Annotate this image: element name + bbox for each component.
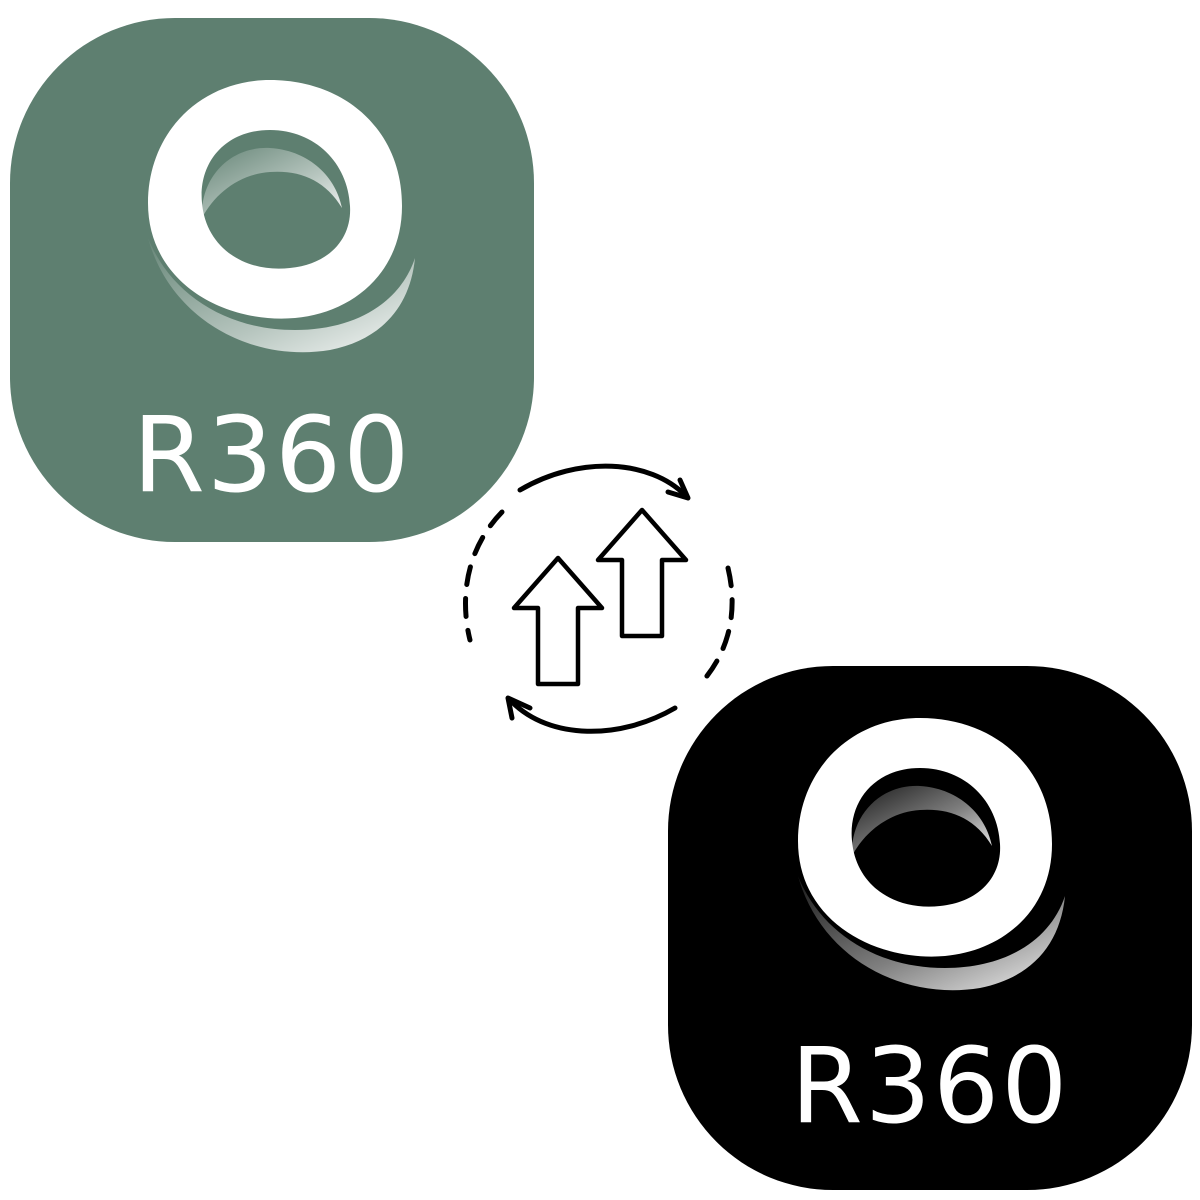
dashed-arc-left	[463, 509, 505, 643]
app-icon-green: R360	[10, 18, 534, 542]
swirl-ring-icon	[148, 80, 415, 353]
sync-arrowhead-top	[665, 477, 691, 501]
up-arrow-left	[511, 555, 605, 687]
swirl-ring-icon	[798, 718, 1065, 991]
app-label-green: R360	[132, 394, 412, 516]
dashed-arc-right	[699, 565, 735, 685]
app-icon-black: R360	[668, 666, 1192, 1190]
sync-arrowhead-bottom	[505, 695, 533, 721]
up-arrow-right	[595, 507, 689, 639]
sync-arrow-bottom	[509, 699, 678, 734]
app-label-black: R360	[790, 1025, 1070, 1147]
sync-upgrade-icon	[463, 463, 735, 734]
sync-arrow-top	[517, 463, 688, 498]
